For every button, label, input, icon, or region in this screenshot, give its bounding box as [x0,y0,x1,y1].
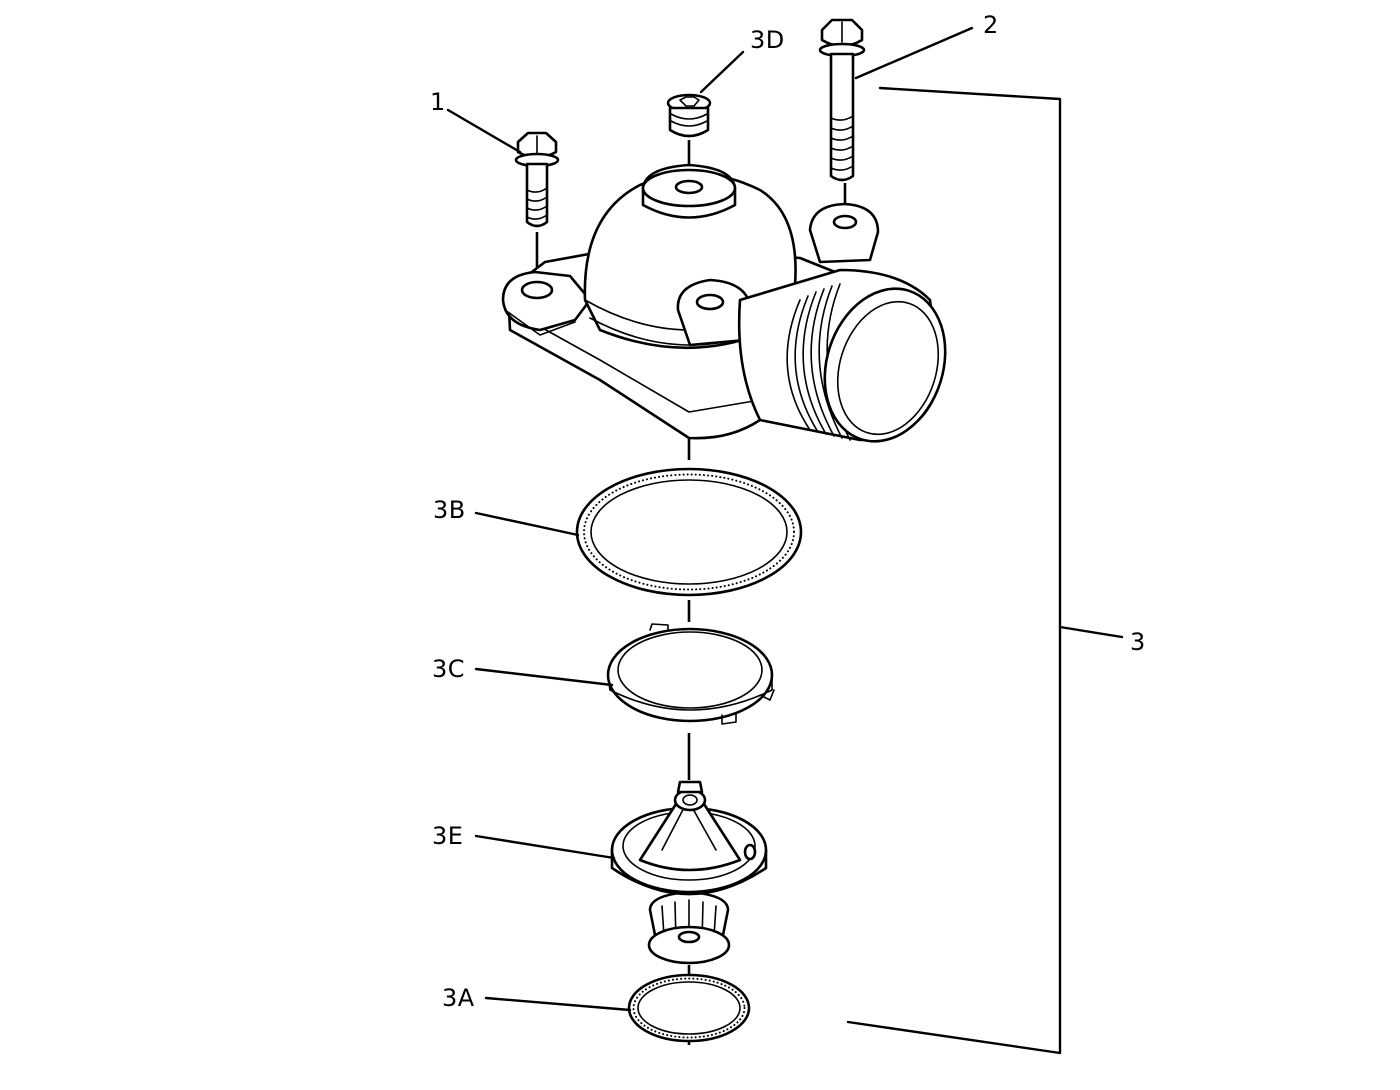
callout-3C: 3C [432,655,465,683]
seal-small [627,973,751,1043]
gasket [575,467,803,597]
callout-3D: 3D [750,26,785,54]
thermostat-housing [501,163,947,443]
bolt-long [818,18,866,182]
plug [666,93,712,138]
thermostat [610,780,768,965]
callout-3A: 3A [442,984,475,1012]
bolt-short [514,131,560,228]
callout-3E: 3E [432,822,463,850]
callout-3B: 3B [433,496,466,524]
callout-labels: 1 2 3 3A 3B 3C 3D 3E [430,11,1146,1012]
retaining-ring [606,623,775,725]
callout-3: 3 [1130,628,1146,656]
callout-1: 1 [430,88,446,116]
callout-2: 2 [983,11,999,39]
leader-lines [446,26,1124,1055]
